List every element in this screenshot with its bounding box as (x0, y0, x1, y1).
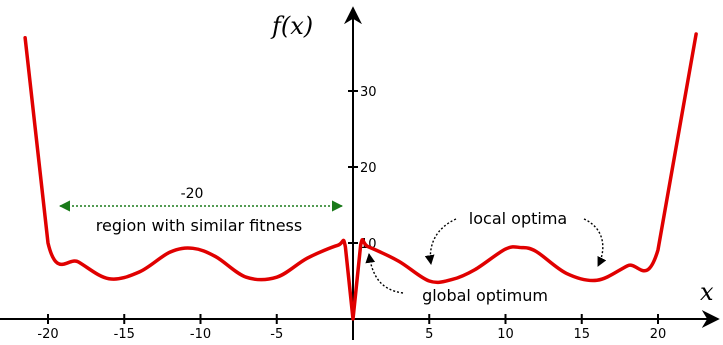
x-tick-label: 10 (497, 327, 514, 342)
x-ticks: -20 -15 -10 -5 5 10 15 20 (37, 314, 666, 342)
global-optimum-label: global optimum (422, 286, 548, 305)
x-tick-label: 5 (425, 327, 433, 342)
x-tick-label: -15 (114, 327, 135, 342)
region-value-label: -20 (181, 186, 204, 202)
y-tick-label: 30 (360, 85, 377, 100)
x-tick-label: 15 (573, 327, 590, 342)
region-caption: region with similar fitness (96, 216, 302, 235)
fitness-curve (23, 32, 698, 321)
local-optima-label: local optima (469, 209, 567, 228)
x-tick-label: 20 (650, 327, 667, 342)
local-optima-arrow-right (583, 218, 607, 267)
y-axis-title: f(x) (270, 12, 313, 40)
x-axis-title: x (700, 278, 714, 306)
x-tick-label: -5 (270, 327, 283, 342)
x-tick-label: -10 (190, 327, 211, 342)
y-tick-label: 20 (360, 161, 377, 176)
global-optimum-arrow (365, 253, 404, 294)
local-optima-arrow-left (424, 218, 457, 265)
x-tick-label: -20 (37, 327, 58, 342)
